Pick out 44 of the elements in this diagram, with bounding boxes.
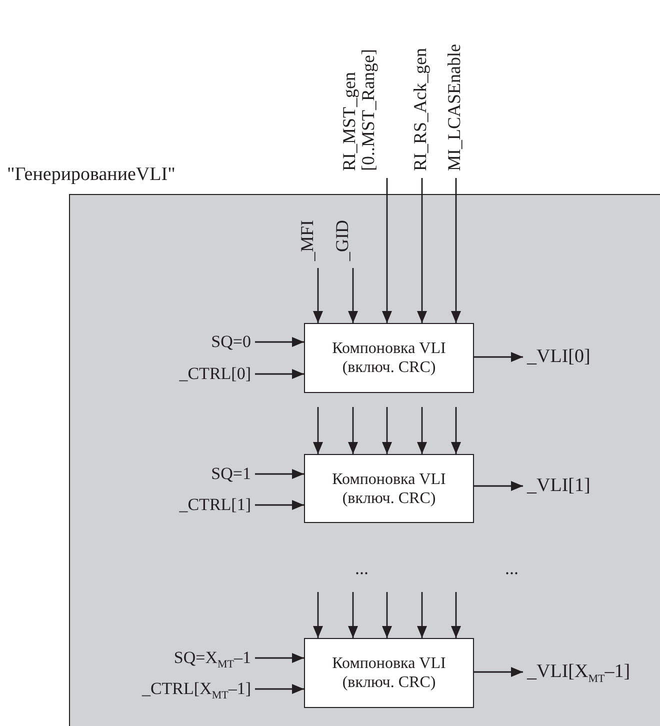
arrow <box>255 653 304 663</box>
signal-label: SQ=0 <box>207 332 255 352</box>
signal-label: RI_MST_gen [0..MST_Range] <box>340 39 378 178</box>
arrow <box>255 469 304 479</box>
process-box: Компоновка VLI (включ. CRC) <box>304 454 474 523</box>
arrow <box>474 352 523 362</box>
arrow <box>474 481 523 491</box>
arrow <box>313 268 323 323</box>
ellipsis-label: ... <box>505 558 518 579</box>
signal-label: _CTRL[X$_{MT}$–1] <box>138 679 255 699</box>
arrow <box>382 178 392 323</box>
arrow <box>255 500 304 510</box>
arrow <box>417 592 427 638</box>
arrow <box>417 407 427 454</box>
arrow <box>382 407 392 454</box>
signal-label: _VLI[1] <box>523 476 594 496</box>
arrow <box>255 369 304 379</box>
signal-label: _GID <box>333 220 352 268</box>
signal-label: _CTRL[1] <box>175 495 255 515</box>
process-box: Компоновка VLI (включ. CRC) <box>304 638 474 708</box>
arrow <box>451 592 461 638</box>
group-title: "ГенерированиеVLI" <box>7 164 176 186</box>
signal-label: MI_LCASEnable <box>445 44 464 178</box>
signal-label: RI_RS_Ack_gen <box>411 48 430 178</box>
arrow <box>348 592 358 638</box>
ellipsis-label: ... <box>355 558 368 579</box>
arrow <box>348 407 358 454</box>
arrow <box>348 268 358 323</box>
signal-label: _CTRL[0] <box>175 364 255 384</box>
signal-label: SQ=X$_{MT}$–1 <box>170 648 255 668</box>
arrow <box>255 337 304 347</box>
signal-label: _VLI[X$_{MT}$–1] <box>523 662 634 682</box>
signal-label: _VLI[0] <box>523 347 594 367</box>
process-box: Компоновка VLI (включ. CRC) <box>304 323 474 393</box>
arrow <box>313 407 323 454</box>
arrow <box>417 178 427 323</box>
arrow <box>255 684 304 694</box>
arrow <box>313 592 323 638</box>
arrow <box>451 407 461 454</box>
signal-label: SQ=1 <box>207 464 255 484</box>
arrow <box>451 178 461 323</box>
arrow <box>382 592 392 638</box>
signal-label: _MFI <box>298 220 317 268</box>
arrow <box>474 667 523 677</box>
